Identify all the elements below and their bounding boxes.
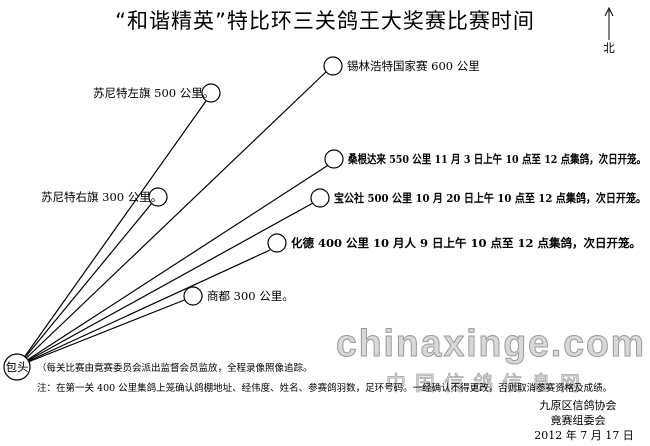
destination-label-sanggendalai: 桑根达来 550 公里 11 月 3 日上午 10 点至 12 点集鸽，次日开笼… — [347, 152, 646, 166]
route-line-sanggendalai — [17, 163, 331, 367]
destination-label-huade: 化德 400 公里 10 月人 9 日上午 10 点至 12 点集鸽，次日开笼。 — [291, 236, 641, 250]
destination-marker-xilinhaote — [323, 56, 343, 76]
route-line-suniteyouqi — [17, 202, 153, 367]
destination-marker-suniteyouqi — [148, 187, 168, 207]
organizer-date: 2012 年 7 月 17 日 — [534, 428, 633, 442]
destination-label-baogongshe: 宝公社 500 公里 10 月 20 日上午 10 点至 12 点集鸽，次日开笼… — [334, 191, 646, 205]
north-arrow-icon — [604, 6, 614, 40]
destination-label-shangdu: 商都 300 公里。 — [207, 289, 294, 303]
watermark-domain: chinaxinge.com — [336, 323, 646, 365]
organizer-committee: 竟赛组委会 — [551, 413, 606, 427]
north-label: 北 — [603, 41, 615, 55]
route-lines — [17, 69, 331, 367]
destination-label-suniteziqi: 苏尼特左旗 500 公里。 — [93, 86, 214, 100]
destination-marker-suniteziqi — [201, 83, 221, 103]
destination-label-xilinhaote: 锡林浩特国家赛 600 公里 — [347, 59, 480, 73]
origin-marker — [3, 353, 31, 381]
route-line-xilinhaote — [17, 69, 329, 367]
watermark-site-name: 中国信鸽信息网 — [386, 371, 589, 395]
route-line-baogongshe — [17, 202, 314, 367]
destination-marker-shangdu — [183, 286, 203, 306]
destination-marker-huade — [267, 233, 287, 253]
origin-label: 包头 — [6, 360, 29, 374]
route-line-suniteziqi — [17, 100, 207, 367]
destination-marker-baogongshe — [310, 188, 330, 208]
route-line-huade — [17, 249, 271, 367]
note-line-2: 注：在第一关 400 公里集鸽上笼确认鸽棚地址、经伟度、姓名、参赛鸽羽数，足环号… — [37, 382, 612, 394]
note-line-1: （每关比赛由竟赛委员会派出监督会员监放，全程录像照像追踪。 — [37, 362, 313, 374]
page-title: “和谐精英”特比环三关鸽王大奖赛比赛时间 — [115, 9, 535, 33]
destination-label-suniteyouqi: 苏尼特右旗 300 公里。 — [41, 190, 162, 204]
organizer-name: 九原区信鸽协会 — [540, 398, 617, 412]
destination-marker-sanggendalai — [324, 149, 344, 169]
route-line-shangdu — [17, 298, 188, 367]
